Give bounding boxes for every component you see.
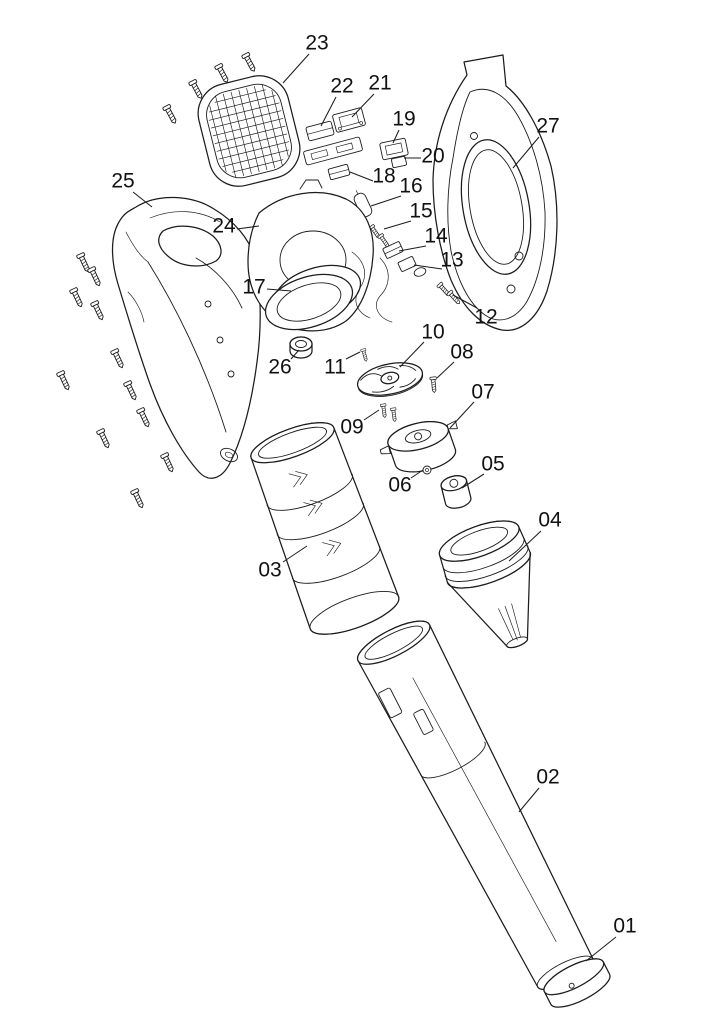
leader-line-12 — [452, 294, 478, 309]
part-09-screws — [379, 403, 398, 423]
callout-label-15: 15 — [409, 200, 432, 223]
callout-label-07: 07 — [471, 381, 494, 404]
part-06-washer — [422, 465, 432, 475]
part-07-motor — [379, 420, 458, 473]
callout-label-01: 01 — [613, 915, 636, 938]
part-10-impeller — [356, 362, 424, 397]
leader-line-15 — [383, 220, 412, 230]
leader-line-17 — [266, 288, 292, 292]
leader-line-06 — [410, 469, 424, 479]
part-22-bracket — [305, 120, 335, 142]
part-01-tube-ring — [543, 958, 611, 1008]
callout-label-21: 21 — [368, 72, 391, 95]
part-switch-plate — [303, 136, 363, 166]
callout-label-09: 09 — [340, 416, 363, 439]
leader-line-24 — [236, 225, 260, 230]
part-02-lower-tube — [356, 620, 594, 991]
part-13-connector — [397, 256, 417, 272]
leader-line-13 — [413, 264, 443, 270]
part-25-housing-left-half — [111, 196, 261, 479]
leader-line-26 — [290, 349, 300, 360]
leader-line-08 — [436, 361, 455, 379]
callout-label-25: 25 — [111, 170, 134, 193]
part-26-nut — [289, 336, 313, 359]
callout-label-05: 05 — [481, 453, 504, 476]
part-05-coupling — [440, 475, 472, 509]
part-20-switch-button — [391, 155, 407, 169]
callout-label-02: 02 — [536, 766, 559, 789]
callout-label-13: 13 — [440, 249, 463, 272]
part-14-connector — [382, 241, 404, 259]
callout-label-12: 12 — [474, 306, 497, 329]
leader-line-03 — [282, 545, 308, 563]
leader-line-22 — [320, 96, 337, 127]
part-23-intake-grille — [197, 75, 301, 187]
callout-label-17: 17 — [242, 276, 265, 299]
part-03-upper-tube — [250, 422, 400, 635]
leader-line-14 — [398, 245, 427, 252]
part-19-switch-cover — [379, 137, 409, 161]
callout-label-20: 20 — [421, 145, 444, 168]
leader-line-05 — [461, 473, 485, 489]
leader-line-11 — [345, 351, 361, 360]
leader-line-07 — [449, 401, 475, 429]
part-21-switch — [332, 107, 366, 133]
callout-label-03: 03 — [258, 559, 281, 582]
part-11-screw — [360, 348, 370, 363]
callout-label-06: 06 — [388, 474, 411, 497]
leader-line-27 — [512, 136, 540, 169]
leader-line-04 — [508, 530, 542, 562]
part-grommet — [413, 267, 427, 277]
callout-label-27: 27 — [536, 115, 559, 138]
part-04-nozzle-insert — [438, 520, 532, 649]
leader-line-19 — [392, 129, 400, 144]
part-17-motor-can — [264, 264, 362, 331]
callout-label-14: 14 — [424, 225, 448, 248]
leader-line-23 — [282, 53, 310, 84]
callout-label-04: 04 — [538, 509, 562, 532]
callout-label-11: 11 — [324, 356, 346, 379]
callout-label-08: 08 — [450, 341, 473, 364]
part-08-screw — [429, 376, 438, 394]
callout-label-22: 22 — [330, 75, 353, 98]
callout-label-26: 26 — [268, 356, 291, 379]
leader-line-09 — [363, 409, 380, 421]
grille-mesh — [208, 84, 290, 178]
part-27-housing-right-half — [432, 54, 558, 331]
leader-line-10 — [399, 341, 425, 368]
leader-line-21 — [351, 93, 375, 118]
leader-line-01 — [585, 936, 617, 962]
leader-line-16 — [370, 195, 402, 207]
callout-label-16: 16 — [399, 175, 422, 198]
leader-line-18 — [349, 171, 374, 182]
callout-label-10: 10 — [421, 321, 444, 344]
part-18-bracket — [327, 163, 351, 181]
wire-harness — [351, 251, 393, 323]
callout-label-18: 18 — [372, 165, 395, 188]
leader-line-02 — [518, 787, 540, 813]
callout-label-24: 24 — [212, 215, 236, 238]
leader-line-25 — [132, 191, 153, 208]
callout-label-23: 23 — [305, 32, 328, 55]
callout-label-19: 19 — [392, 108, 415, 131]
